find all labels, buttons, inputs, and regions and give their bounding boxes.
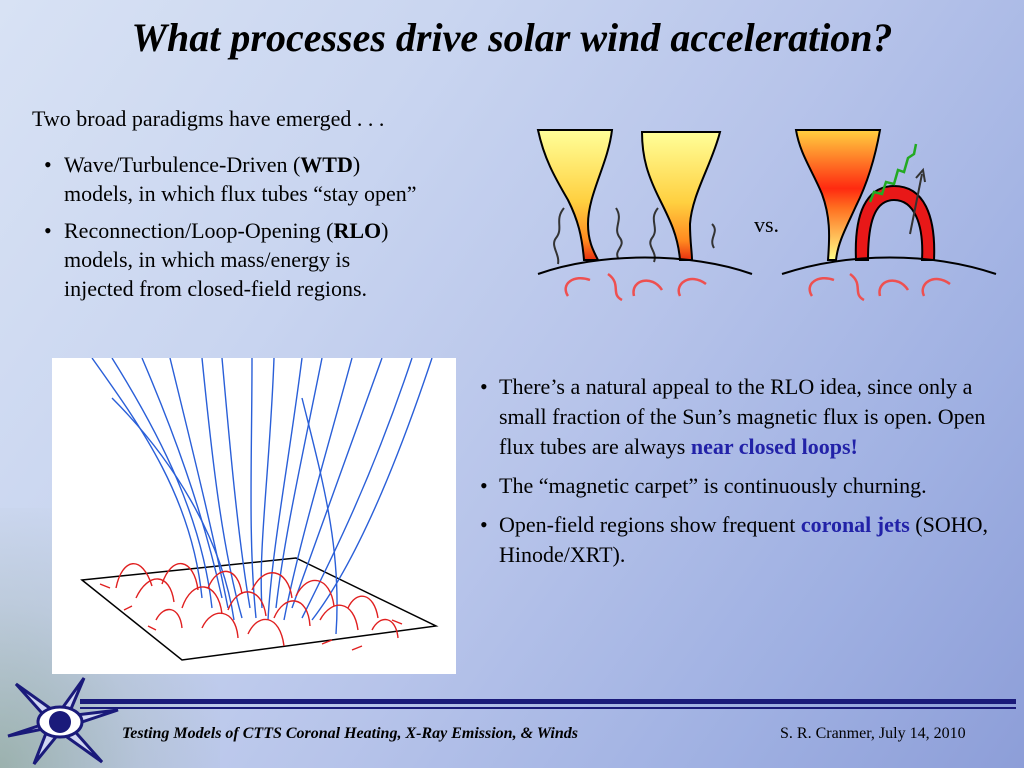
convection-cells-left xyxy=(564,272,707,302)
paradigm-wtd-post: ) xyxy=(352,152,361,177)
paradigm-rlo-post: ) xyxy=(381,218,389,243)
upward-arrowhead xyxy=(915,167,926,183)
wave-arrow-2 xyxy=(615,207,623,259)
discussion-point-3-after: (SOHO, Hinode/XRT). xyxy=(499,512,989,567)
upward-arrow xyxy=(909,173,923,235)
footer-author-date: S. R. Cranmer, July 14, 2010 xyxy=(780,725,966,742)
reconnection-jet xyxy=(868,143,918,203)
slide-title: What processes drive solar wind accelera… xyxy=(131,15,893,60)
discussion-point-3-text: Open-field regions show frequent xyxy=(499,512,801,537)
discussion-point-2-text: The “magnetic carpet” is continuously ch… xyxy=(499,473,927,498)
paradigm-wtd-acronym: WTD xyxy=(300,152,353,177)
magnetic-carpet-svg xyxy=(80,357,439,661)
flux-tube-right xyxy=(640,131,722,261)
paradigm-wtd-line2: models, in which flux tubes “stay open” xyxy=(64,181,417,206)
intro-text: Two broad paradigms have emerged . . . xyxy=(32,106,385,131)
wave-arrow-1 xyxy=(553,207,565,265)
discussion-point-3: Open-field regions show frequent coronal… xyxy=(480,510,1000,570)
footer-talk-title: Testing Models of CTTS Coronal Heating, … xyxy=(122,725,578,742)
paradigm-rlo-line3: injected from closed-field regions. xyxy=(64,276,368,301)
photosphere-plane xyxy=(80,557,439,661)
discussion-point-3-highlight: coronal jets xyxy=(800,512,910,537)
paradigm-rlo: Reconnection/Loop-Opening (RLO) models, … xyxy=(44,216,534,303)
magnetic-carpet-figure xyxy=(52,357,456,674)
discussion-point-2: The “magnetic carpet” is continuously ch… xyxy=(480,471,1000,501)
flux-tube-left xyxy=(536,129,614,261)
paradigm-rlo-line2: models, in which mass/energy is xyxy=(64,247,351,272)
wtd-panel xyxy=(536,129,753,302)
discussion-point-1-text: There’s a natural appeal to the RLO idea… xyxy=(499,374,986,459)
footer-rule-thin xyxy=(80,707,1016,709)
sun-surface-left xyxy=(537,256,753,275)
rlo-panel xyxy=(781,129,997,302)
paradigm-rlo-acronym: RLO xyxy=(333,218,382,243)
closed-loop xyxy=(854,184,936,261)
wave-arrow-3 xyxy=(649,207,659,263)
open-field-lines xyxy=(91,357,433,635)
discussion-list: There’s a natural appeal to the RLO idea… xyxy=(480,372,1000,579)
wave-arrow-4 xyxy=(711,223,716,249)
footer-rule-thick xyxy=(80,699,1016,704)
paradigm-wtd-pre: Wave/Turbulence-Driven ( xyxy=(64,152,301,177)
flux-tube-rlo xyxy=(794,129,882,261)
paradigm-list: Wave/Turbulence-Driven (WTD) models, in … xyxy=(44,150,534,311)
discussion-point-1: There’s a natural appeal to the RLO idea… xyxy=(480,372,1000,462)
convection-cells-right xyxy=(808,272,951,302)
discussion-point-1-highlight: near closed loops! xyxy=(690,434,858,459)
closed-loops xyxy=(99,563,403,651)
vs-label: vs. xyxy=(754,212,780,237)
paradigm-diagram xyxy=(536,129,997,302)
star-eye-logo-icon xyxy=(7,677,119,765)
paradigm-rlo-pre: Reconnection/Loop-Opening ( xyxy=(64,218,334,243)
paradigm-wtd: Wave/Turbulence-Driven (WTD) models, in … xyxy=(44,150,534,208)
sun-surface-right xyxy=(781,256,997,275)
